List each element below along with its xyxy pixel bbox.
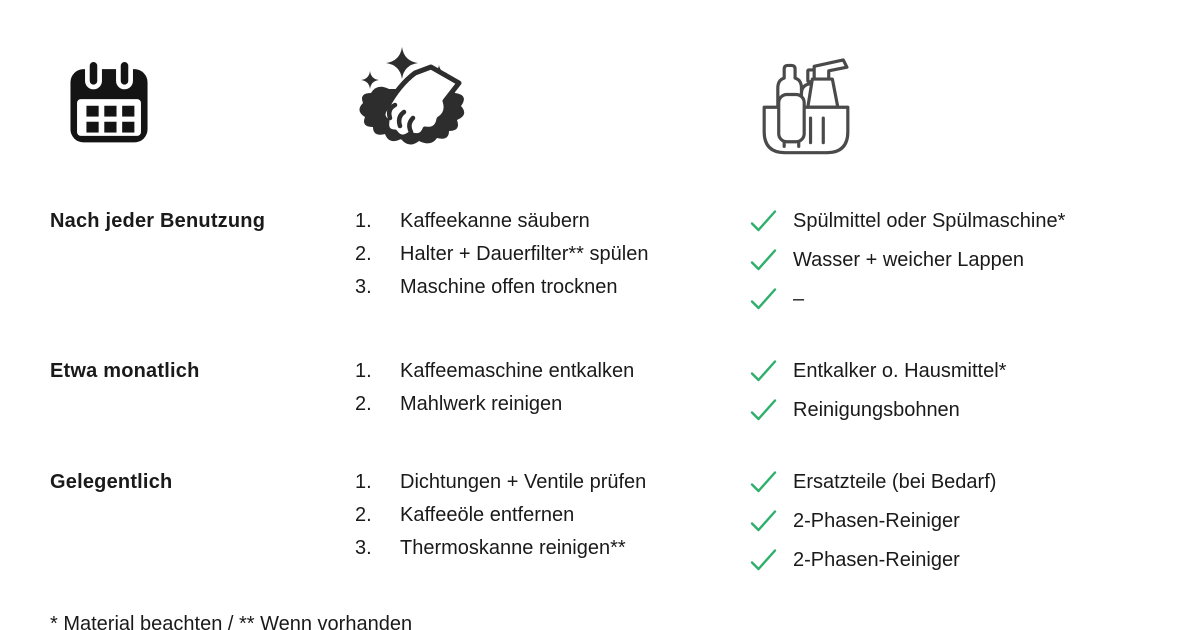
task-item: 3. Maschine offen trocknen [355, 271, 750, 304]
task-number: 2. [355, 393, 372, 415]
task-number: 1. [355, 360, 372, 382]
supply-list: Ersatzteile (bei Bedarf) 2-Phasen-Reinig… [750, 466, 1144, 583]
frequency-label-etwa-monatlich: Etwa monatlich [50, 360, 200, 382]
supply-item: 2-Phasen-Reiniger [750, 544, 1144, 583]
supply-item: Spülmittel oder Spülmaschine* [750, 205, 1144, 244]
check-icon [750, 466, 793, 505]
check-icon [750, 505, 793, 544]
task-number: 3. [355, 276, 372, 298]
tasks-column-header [355, 45, 750, 172]
task-number: 1. [355, 210, 372, 232]
check-icon [750, 283, 793, 322]
task-number: 2. [355, 504, 372, 526]
supply-item: 2-Phasen-Reiniger [750, 505, 1144, 544]
task-item: 1. Dichtungen + Ventile prüfen [355, 466, 750, 499]
supply-text: 2-Phasen-Reiniger [793, 510, 960, 532]
task-text: Kaffeemaschine entkalken [400, 360, 635, 382]
task-number: 3. [355, 537, 372, 559]
supply-text: Wasser + weicher Lappen [793, 249, 1025, 271]
task-text: Mahlwerk reinigen [400, 393, 563, 415]
supply-text: Spülmittel oder Spülmaschine* [793, 210, 1066, 232]
task-text: Dichtungen + Ventile prüfen [400, 471, 647, 493]
task-text: Kaffeekanne säubern [400, 210, 590, 232]
frequency-column-header [50, 45, 355, 172]
task-text: Maschine offen trocknen [400, 276, 618, 298]
task-item: 2. Mahlwerk reinigen [355, 388, 750, 421]
task-number: 2. [355, 243, 372, 265]
task-text: Halter + Dauerfilter** spülen [400, 243, 649, 265]
task-number: 1. [355, 471, 372, 493]
supplies-column-header [750, 45, 1144, 172]
supply-text: Entkalker o. Hausmittel* [793, 360, 1007, 382]
check-icon [750, 355, 793, 394]
footnote: * Material beachten / ** Wenn vorhanden [50, 613, 413, 630]
task-item: 2. Halter + Dauerfilter** spülen [355, 238, 750, 271]
supply-list: Entkalker o. Hausmittel* Reinigungsbohne… [750, 355, 1144, 433]
task-text: Kaffeeöle entfernen [400, 504, 575, 526]
task-list: 1. Kaffeekanne säubern 2. Halter + Dauer… [355, 205, 750, 322]
schedule-grid: Nach jeder Benutzung 1. Kaffeekanne säub… [50, 45, 1144, 583]
cleaning-supplies-icon [762, 58, 850, 155]
check-icon [750, 544, 793, 583]
frequency-label-gelegentlich: Gelegentlich [50, 471, 173, 493]
supply-item: – [750, 283, 1144, 322]
supply-text: – [793, 288, 805, 310]
check-icon [750, 205, 793, 244]
calendar-icon [70, 57, 148, 143]
wiping-hand-icon [359, 47, 465, 145]
task-text: Thermoskanne reinigen** [400, 537, 626, 559]
check-icon [750, 394, 793, 433]
check-icon [750, 244, 793, 283]
supply-item: Entkalker o. Hausmittel* [750, 355, 1144, 394]
task-item: 1. Kaffeekanne säubern [355, 205, 750, 238]
task-list: 1. Kaffeemaschine entkalken 2. Mahlwerk … [355, 355, 750, 433]
supply-text: 2-Phasen-Reiniger [793, 549, 960, 571]
supply-item: Reinigungsbohnen [750, 394, 1144, 433]
supply-list: Spülmittel oder Spülmaschine* Wasser + w… [750, 205, 1144, 322]
task-item: 3. Thermoskanne reinigen** [355, 532, 750, 565]
frequency-label-nach-jeder-benutzung: Nach jeder Benutzung [50, 210, 266, 232]
supply-text: Reinigungsbohnen [793, 399, 960, 421]
supply-item: Wasser + weicher Lappen [750, 244, 1144, 283]
task-list: 1. Dichtungen + Ventile prüfen 2. Kaffee… [355, 466, 750, 583]
supply-item: Ersatzteile (bei Bedarf) [750, 466, 1144, 505]
supply-text: Ersatzteile (bei Bedarf) [793, 471, 997, 493]
task-item: 2. Kaffeeöle entfernen [355, 499, 750, 532]
task-item: 1. Kaffeemaschine entkalken [355, 355, 750, 388]
